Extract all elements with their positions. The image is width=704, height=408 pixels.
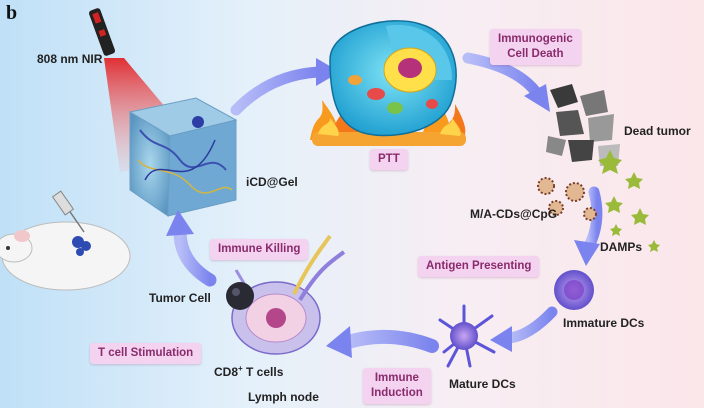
mouse-injection-icon bbox=[0, 190, 131, 291]
mature-dc-icon bbox=[438, 304, 496, 368]
icd-line2: Cell Death bbox=[507, 48, 564, 60]
hydrogel-cube-icon bbox=[128, 97, 238, 217]
t-cell-stim-box: T cell Stimulation bbox=[90, 343, 202, 364]
arrow-mature-to-lymph bbox=[341, 329, 439, 353]
panel-letter: b bbox=[6, 2, 18, 24]
immature-dc-icon bbox=[554, 270, 594, 310]
antigen-box: Antigen Presenting bbox=[418, 256, 540, 277]
cd8-sup: + bbox=[238, 364, 243, 373]
tumor-cell-cutaway-icon bbox=[329, 20, 457, 137]
laser-label: 808 nm NIR bbox=[37, 52, 103, 66]
tumor-cell-black-icon bbox=[226, 282, 254, 310]
mature-dcs-label: Mature DCs bbox=[449, 377, 516, 391]
laser-pen-icon bbox=[88, 8, 116, 56]
arrow-immature-to-mature bbox=[504, 306, 558, 344]
lymph-node-label: Lymph node bbox=[248, 390, 319, 404]
arrow-gel-to-ptt bbox=[230, 66, 324, 116]
immune-killing-box: Immune Killing bbox=[210, 239, 309, 260]
icd-box: Immunogenic Cell Death bbox=[490, 29, 581, 65]
nanoparticle-label: M/A-CDs@CpG bbox=[470, 207, 558, 221]
tumor-cell-label: Tumor Cell bbox=[149, 291, 211, 305]
induction-line2: Induction bbox=[371, 387, 423, 399]
arrow-ptt-to-dead bbox=[462, 52, 544, 101]
gel-label: iCD@Gel bbox=[246, 175, 298, 189]
dead-tumor-label: Dead tumor bbox=[624, 124, 691, 138]
immature-dcs-label: Immature DCs bbox=[563, 316, 645, 330]
dead-tumor-fragments-icon bbox=[546, 84, 620, 166]
nanoparticles-icon bbox=[537, 177, 597, 221]
cd8-label: CD8+ T cells bbox=[214, 364, 283, 379]
arrow-lymph-to-gel bbox=[173, 225, 217, 287]
ptt-box: PTT bbox=[370, 149, 408, 170]
cd8-prefix: CD8 bbox=[214, 365, 239, 379]
icd-line1: Immunogenic bbox=[498, 33, 573, 45]
induction-line1: Immune bbox=[374, 372, 419, 384]
induction-box: Immune Induction bbox=[363, 368, 431, 404]
damps-label: DAMPs bbox=[600, 240, 643, 254]
damps-stars-icon bbox=[598, 150, 660, 252]
cd8-suffix: T cells bbox=[242, 365, 284, 379]
